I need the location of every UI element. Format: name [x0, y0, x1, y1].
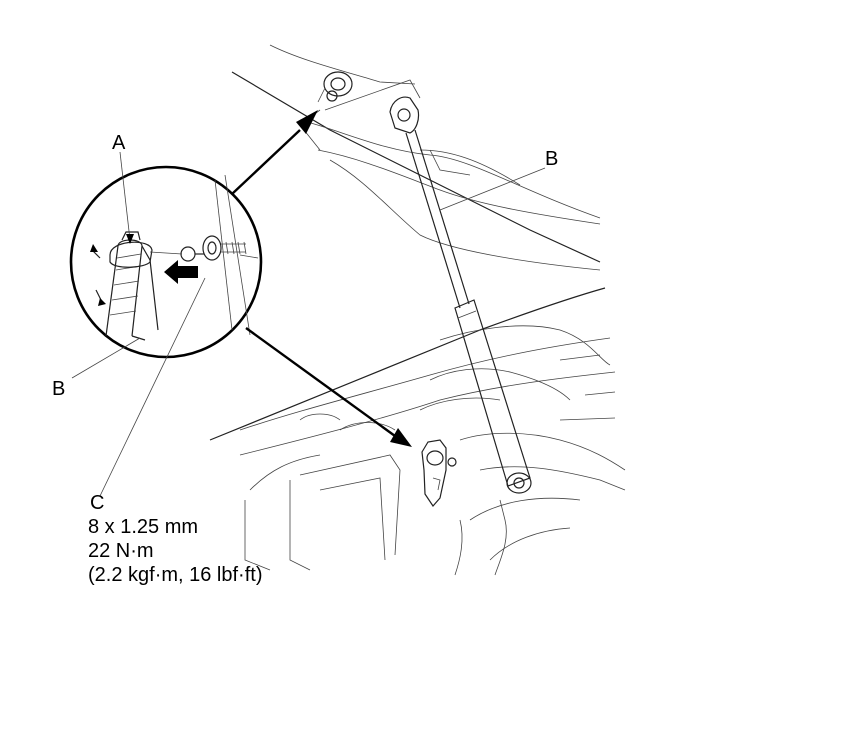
label-b-strut: B [545, 148, 559, 170]
callout-arrows [231, 110, 412, 447]
label-a: A [112, 132, 126, 154]
leader-lines [71, 151, 546, 497]
hood-panel [231, 44, 601, 271]
engine-bay [209, 287, 626, 576]
lower-ball-stud-bracket [421, 439, 457, 507]
label-b-detail: B [52, 378, 66, 400]
torque-alternate-units: (2.2 kgf·m, 16 lbf·ft) [88, 564, 263, 586]
torque-spec: 8 x 1.25 mm 22 N·m (2.2 kgf·m, 16 lbf·ft… [88, 515, 263, 587]
torque-nm: 22 N·m [88, 540, 154, 562]
support-strut [389, 96, 532, 494]
upper-ball-stud [317, 71, 353, 103]
detail-magnifier [69, 165, 263, 359]
label-c: C [90, 492, 105, 514]
thread-size: 8 x 1.25 mm [88, 516, 199, 538]
